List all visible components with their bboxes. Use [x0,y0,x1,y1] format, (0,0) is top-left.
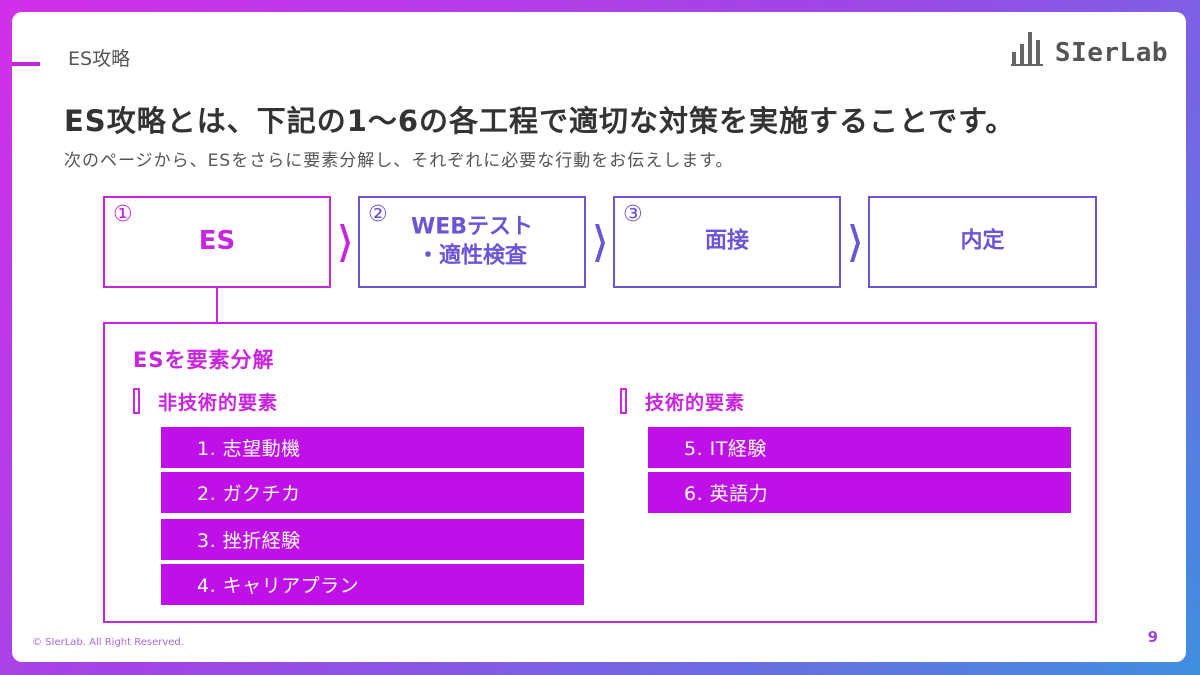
group-title: 非技術的要素 [158,391,279,414]
accent-bar [12,62,40,66]
copyright: © SIerLab. All Right Reserved. [32,637,184,648]
step-number: ② [368,202,388,227]
connector-line [216,288,218,323]
list-item: 1. 志望動機 [161,427,584,468]
page-number: 9 [1147,628,1158,646]
chevron-right-icon [850,224,860,262]
chevron-right-icon [340,224,350,262]
list-item: 2. ガクチカ [161,472,584,513]
technical-group: 技術的要素 [620,386,745,416]
logo-text: SIerLab [1054,38,1168,68]
step-label: ES [198,226,236,257]
step-web-test: ② WEBテスト ・適性検査 [358,196,586,288]
non-technical-group: 非技術的要素 [133,386,278,416]
list-item: 6. 英語力 [648,472,1071,513]
step-label: 内定 [960,228,1005,254]
bracket-icon [620,388,627,414]
step-offer: 内定 [868,196,1097,288]
logo: SIerLab [1010,30,1168,68]
bar-chart-icon [1010,32,1043,66]
bracket-icon [133,388,140,414]
breakdown-title: ESを要素分解 [133,348,275,372]
step-number: ① [113,202,133,227]
step-interview: ③ 面接 [613,196,841,288]
step-label: 面接 [704,228,749,254]
list-item: 3. 挫折経験 [161,519,584,560]
es-breakdown-panel: ESを要素分解 非技術的要素 1. 志望動機 2. ガクチカ 3. 挫折経験 4… [103,322,1097,623]
chevron-right-icon [595,224,605,262]
subline: 次のページから、ESをさらに要素分解し、それぞれに必要な行動をお伝えします。 [64,151,734,171]
step-number: ③ [623,202,643,227]
slide-card: ES攻略 SIerLab ES攻略とは、下記の1〜6の各工程で適切な対策を実施す… [12,12,1186,662]
list-item: 5. IT経験 [648,427,1071,468]
headline: ES攻略とは、下記の1〜6の各工程で適切な対策を実施することです。 [64,104,1016,138]
section-label: ES攻略 [68,48,131,70]
step-label: WEBテスト ・適性検査 [410,214,534,268]
step-es: ① ES [103,196,331,288]
group-title: 技術的要素 [645,391,746,414]
list-item: 4. キャリアプラン [161,564,584,605]
